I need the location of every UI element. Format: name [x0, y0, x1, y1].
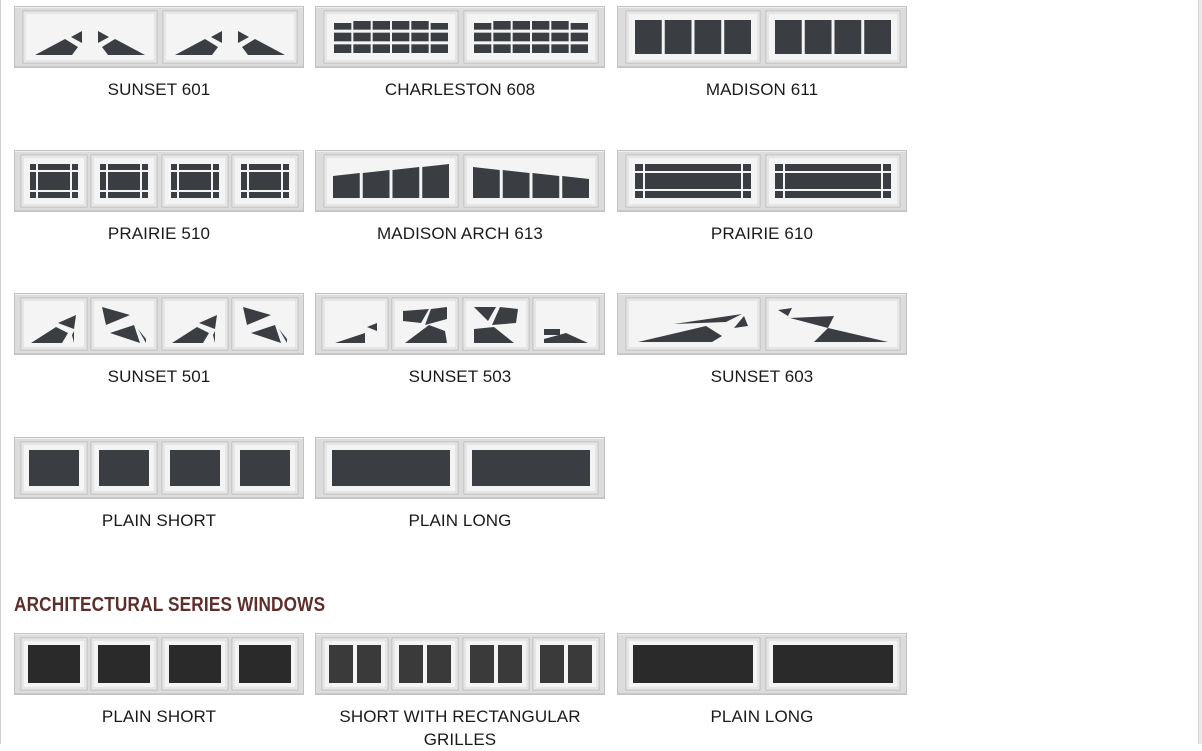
window-glass-pattern [22, 10, 298, 64]
window-glass-pattern [20, 154, 299, 208]
window-glass-pattern [20, 637, 299, 691]
window-glass-pattern [323, 441, 599, 495]
window-option-arch-plain-long[interactable]: PLAIN LONG [617, 633, 907, 728]
window-label: SUNSET 503 [408, 367, 512, 386]
window-preview [14, 293, 304, 355]
window-option-charleston-608[interactable]: CHARLESTON 608 [315, 6, 605, 101]
window-preview [617, 6, 907, 68]
window-label: SHORT WITH RECTANGULAR GRILLES [339, 707, 581, 749]
window-option-sunset-501[interactable]: SUNSET 501 [14, 293, 304, 388]
page-left-border [0, 0, 1, 744]
window-label: PRAIRIE 510 [107, 224, 211, 243]
window-label: CHARLESTON 608 [384, 80, 536, 99]
window-preview [617, 293, 907, 355]
window-glass-pattern [625, 10, 901, 64]
window-preview [315, 293, 605, 355]
window-preview [315, 150, 605, 212]
window-glass-pattern [321, 637, 600, 691]
window-option-plain-long[interactable]: PLAIN LONG [315, 437, 605, 532]
window-option-sunset-601[interactable]: SUNSET 601 [14, 6, 304, 101]
window-option-arch-short-rect-grilles[interactable]: SHORT WITH RECTANGULAR GRILLES [315, 633, 605, 751]
window-glass-pattern [323, 154, 599, 208]
window-preview [14, 6, 304, 68]
window-glass-pattern [625, 637, 901, 691]
window-label: MADISON ARCH 613 [377, 224, 543, 243]
window-glass-pattern [20, 441, 299, 495]
window-label: PLAIN LONG [408, 511, 512, 530]
window-glass-pattern [323, 10, 599, 64]
window-option-plain-short[interactable]: PLAIN SHORT [14, 437, 304, 532]
section-heading-architectural: ARCHITECTURAL SERIES WINDOWS [14, 594, 326, 616]
page-scrollbar-edge[interactable] [1198, 0, 1202, 744]
window-label: SUNSET 603 [710, 367, 814, 386]
window-option-sunset-503[interactable]: SUNSET 503 [315, 293, 605, 388]
window-preview [315, 437, 605, 499]
window-preview [315, 633, 605, 695]
window-preview [617, 150, 907, 212]
window-glass-pattern [625, 154, 901, 208]
window-label: MADISON 611 [705, 80, 819, 99]
window-preview [14, 633, 304, 695]
window-label: SUNSET 601 [107, 80, 211, 99]
window-option-madison-611[interactable]: MADISON 611 [617, 6, 907, 101]
window-preview [14, 150, 304, 212]
window-label: PLAIN SHORT [101, 707, 217, 726]
window-preview [14, 437, 304, 499]
window-label: PLAIN LONG [710, 707, 814, 726]
window-glass-pattern [625, 297, 901, 351]
window-option-prairie-610[interactable]: PRAIRIE 610 [617, 150, 907, 245]
window-glass-pattern [321, 297, 600, 351]
window-label: PRAIRIE 610 [710, 224, 814, 243]
window-option-sunset-603[interactable]: SUNSET 603 [617, 293, 907, 388]
window-option-madison-arch-613[interactable]: MADISON ARCH 613 [315, 150, 605, 245]
window-preview [315, 6, 605, 68]
window-option-arch-plain-short[interactable]: PLAIN SHORT [14, 633, 304, 728]
window-label: PLAIN SHORT [101, 511, 217, 530]
window-preview [617, 633, 907, 695]
window-glass-pattern [20, 297, 299, 351]
window-option-prairie-510[interactable]: PRAIRIE 510 [14, 150, 304, 245]
window-label: SUNSET 501 [107, 367, 211, 386]
